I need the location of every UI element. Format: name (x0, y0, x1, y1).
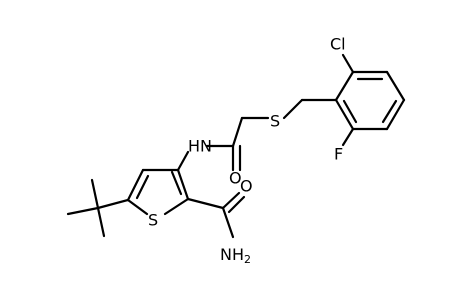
atom-label-amino: NH2 (220, 245, 251, 266)
atom-label-fluorine: F (334, 145, 343, 164)
thiophene-ring (126, 168, 190, 216)
bond-benz-6-1-inner (342, 99, 358, 124)
bond-carbonyl-ch2 (231, 116, 244, 148)
bond-benz-f (341, 127, 355, 147)
atom-label-thioether-sulfur: S (270, 112, 280, 131)
atom-label-chlorine: Cl (330, 35, 346, 54)
bond-ring-c4-c5-inner (135, 174, 150, 200)
bond-ring-c4-c5 (126, 168, 145, 202)
atom-label-amino-main: NH (220, 245, 244, 264)
bond-tbu-methyl-left (66, 206, 100, 216)
bond-s-ch2 (282, 98, 304, 120)
bond-tbu-methyl-bottom (96, 206, 106, 238)
bond-tbu-ring (96, 198, 130, 210)
bond-carbonyl-o-double (227, 195, 246, 214)
atom-label-carboxamide-oxygen: O (240, 177, 253, 196)
atom-label-ring-sulfur: S (148, 211, 158, 230)
atom-labels: HN O S S Cl F O NH2 (148, 35, 346, 266)
amide-linker (176, 116, 270, 172)
atom-label-amide-oxygen: O (229, 169, 242, 188)
bond-ring-c2-c3 (176, 168, 190, 201)
atom-label-amino-subscript: 2 (244, 253, 251, 266)
tert-butyl-group (66, 178, 130, 238)
bond-carbonyl-o (221, 191, 241, 210)
carboxamide-group (186, 191, 246, 239)
thioether-benzyl-linker (282, 98, 338, 120)
bond-benz-6-1 (334, 98, 355, 131)
atom-label-nh: HN (188, 137, 212, 156)
bond-carbonyl-n (221, 206, 235, 239)
bond-c3-nh (176, 150, 190, 172)
bond-benz-3-4 (385, 70, 406, 102)
bond-benz-cl (341, 53, 355, 74)
bond-ring-c5-s (126, 198, 149, 216)
bond-ring-s-c2 (163, 197, 190, 216)
benzene-ring (334, 53, 406, 147)
bond-benz-4-5-inner (381, 99, 398, 124)
bond-c2-carbonyl (186, 197, 225, 210)
bond-benz-1-2 (334, 70, 355, 102)
bond-ring-c2-c3-inner (170, 170, 183, 196)
bond-benz-4-5 (385, 98, 406, 131)
bond-tbu-methyl-top (90, 178, 100, 210)
